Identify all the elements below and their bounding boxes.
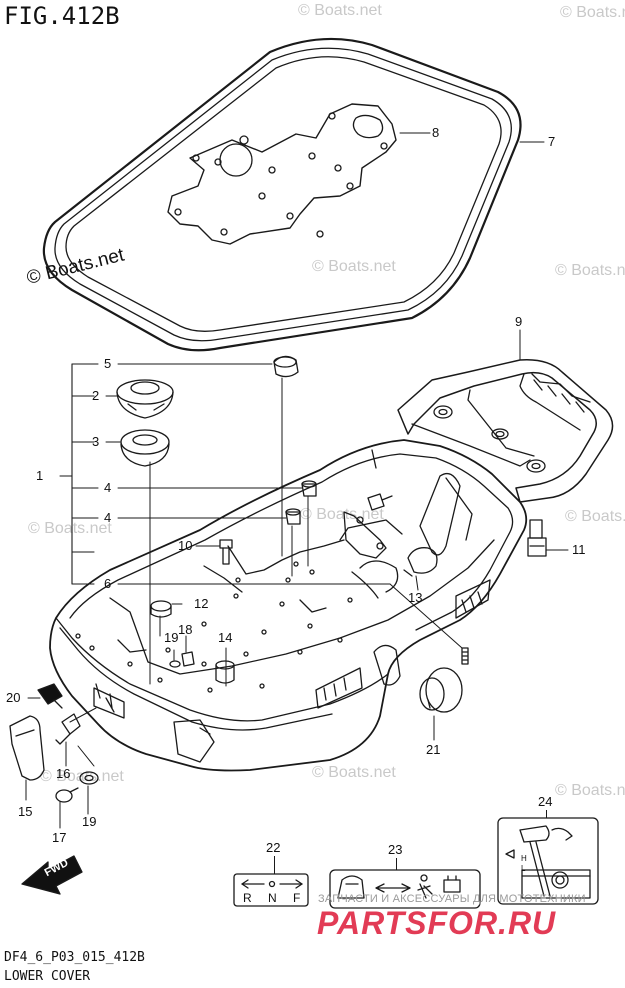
screw-part-6 [461, 647, 469, 665]
bolt-small [367, 493, 393, 511]
callout-9: 9 [515, 314, 523, 329]
decal-22-letter-n: N [268, 891, 277, 905]
watermark-faint: © Boats.net [298, 2, 382, 19]
callout-15: 15 [18, 804, 33, 819]
washer-part-19 [79, 660, 181, 785]
callout-11: 11 [572, 542, 586, 557]
callout-1: 1 [36, 468, 44, 483]
callout-13: 13 [408, 590, 423, 605]
leader-24 [546, 810, 547, 818]
figure-name: LOWER COVER [4, 969, 91, 984]
decal-24-letter-h: H [521, 854, 527, 863]
callout-14: 14 [218, 630, 233, 645]
callout-20: 20 [6, 690, 21, 705]
fwd-arrow [21, 855, 83, 895]
callout-18: 18 [178, 622, 193, 637]
seal-ring-part-7 [42, 37, 522, 352]
gasket-part-8 [167, 103, 397, 245]
callout-6: 6 [104, 576, 112, 591]
lower-cover-part-1 [49, 439, 528, 772]
callout-7: 7 [548, 134, 556, 149]
decal-22-letter-r: R [243, 891, 252, 905]
bracket-part-16 [55, 713, 81, 745]
callout-21: 21 [426, 742, 441, 757]
callout-2: 2 [92, 388, 100, 403]
decal-part-24 [497, 817, 599, 905]
decal-part-22 [233, 873, 309, 907]
shop-subtitle: ЗАПЧАСТИ И АКСЕССУАРЫ ДЛЯ МОТОТЕХНИКИ [318, 893, 586, 905]
grommet-part-4 [285, 480, 317, 525]
clip-part-13 [403, 547, 438, 577]
grommet-part-3 [120, 429, 170, 467]
shop-brand: PARTSFOR.RU [317, 905, 557, 941]
handle-part-9 [397, 359, 614, 503]
decal-22-letter-f: F [293, 891, 301, 905]
callout-5: 5 [104, 356, 112, 371]
callout-23: 23 [388, 842, 403, 857]
bolt-part-10 [219, 539, 233, 565]
plate-part-15 [9, 715, 45, 781]
plug-part-14 [215, 660, 235, 684]
callout-bracket-1 [59, 363, 99, 585]
grommet-part-5 [273, 355, 299, 378]
callout-24: 24 [538, 794, 553, 809]
watermark-faint: © Boats.net [560, 4, 625, 21]
watermark-faint: © Boats.net [40, 768, 124, 785]
watermark-faint: © Boats.net [312, 764, 396, 781]
leader-23 [396, 858, 397, 870]
screw-part-17 [55, 787, 79, 803]
callout-8: 8 [432, 125, 440, 140]
bushing-part-12 [150, 600, 172, 618]
watermark-faint: © Boats.net [555, 262, 625, 279]
callout-22: 22 [266, 840, 281, 855]
decal-24-letter-l: L [521, 864, 526, 873]
bolt-part-11 [527, 519, 547, 557]
decal-part-23 [329, 869, 481, 909]
leader-lines [25, 132, 569, 829]
watermark-faint: © Boats.net [312, 258, 396, 275]
callout-19: 19 [82, 814, 97, 829]
grommet-part-21 [419, 667, 463, 713]
callout-4: 4 [104, 480, 112, 495]
callout-4: 4 [104, 510, 112, 525]
watermark-faint: © Boats.net [28, 520, 112, 537]
figure-code: DF4_6_P03_015_412B [4, 950, 145, 965]
callout-17: 17 [52, 830, 67, 845]
grommet-part-20 [37, 683, 63, 709]
figure-title: FIG.412B [4, 2, 120, 30]
callout-16: 16 [56, 766, 71, 781]
callout-12: 12 [194, 596, 209, 611]
watermark-faint: © Boats.net [565, 508, 625, 525]
watermark-faint: © Boats.net [555, 782, 625, 799]
callout-19: 19 [164, 630, 179, 645]
callout-10: 10 [178, 538, 193, 553]
nut-part-18 [181, 651, 195, 667]
leader-22 [274, 856, 275, 874]
grommet-part-2 [116, 379, 174, 419]
callout-3: 3 [92, 434, 100, 449]
